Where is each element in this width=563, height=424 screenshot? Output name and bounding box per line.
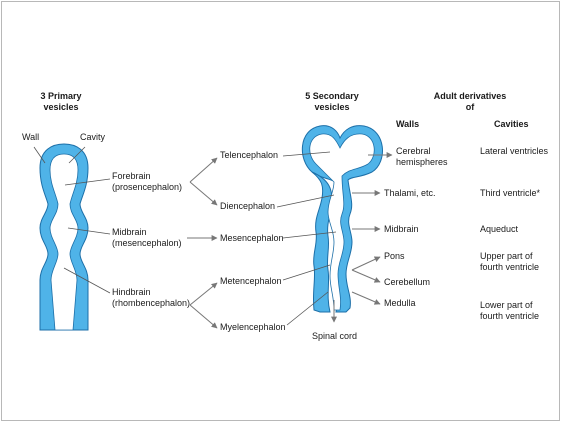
hindbrain-sub: (rhombencephalon) (112, 298, 190, 309)
lower-fourth-ventricle-label: Lower part of fourth ventricle (480, 300, 539, 322)
arrow-forebrain-diencephalon (190, 182, 217, 205)
wall-label: Wall (22, 132, 39, 143)
adult-heading-line2: of (412, 102, 528, 113)
primary-heading-line1: 3 Primary (26, 91, 96, 102)
midbrain-name: Midbrain (112, 227, 182, 238)
walls-column-header: Walls (396, 119, 419, 130)
lower-part-line2: fourth ventricle (480, 311, 539, 322)
primary-heading-line2: vesicles (26, 102, 96, 113)
metencephalon-label: Metencephalon (220, 276, 282, 287)
arrow-to-cerebellum (352, 270, 380, 282)
adult-heading-line1: Adult derivatives (412, 91, 528, 102)
secondary-heading-line1: 5 Secondary (292, 91, 372, 102)
hindbrain-label: Hindbrain (rhombencephalon) (112, 287, 190, 309)
wall-hemispheres: hemispheres (396, 157, 448, 168)
forebrain-name: Forebrain (112, 171, 182, 182)
cavities-column-header: Cavities (494, 119, 529, 130)
upper-part-line1: Upper part of (480, 251, 539, 262)
primary-heading: 3 Primary vesicles (26, 91, 96, 113)
telencephalon-label: Telencephalon (220, 150, 278, 161)
wall-cerebral: Cerebral (396, 146, 448, 157)
forebrain-sub: (prosencephalon) (112, 182, 182, 193)
myelencephalon-label: Myelencephalon (220, 322, 286, 333)
spinal-cord-label: Spinal cord (312, 331, 357, 342)
thalami-label: Thalami, etc. (384, 188, 436, 199)
forebrain-label: Forebrain (prosencephalon) (112, 171, 182, 193)
upper-fourth-ventricle-label: Upper part of fourth ventricle (480, 251, 539, 273)
cerebral-hemispheres-label: Cerebral hemispheres (396, 146, 448, 168)
arrow-hindbrain-myelencephalon (190, 305, 217, 328)
third-ventricle-label: Third ventricle* (480, 188, 540, 199)
midbrain-sub: (mesencephalon) (112, 238, 182, 249)
upper-part-line2: fourth ventricle (480, 262, 539, 273)
medulla-label: Medulla (384, 298, 416, 309)
primary-neural-tube (40, 144, 88, 330)
arrow-hindbrain-metencephalon (190, 283, 217, 305)
lateral-ventricles-label: Lateral ventricles (480, 146, 548, 157)
adult-heading: Adult derivatives of (412, 91, 528, 113)
primary-tube-cavity (50, 154, 78, 330)
lower-part-line1: Lower part of (480, 300, 539, 311)
arrow-to-pons (352, 257, 380, 270)
secondary-heading: 5 Secondary vesicles (292, 91, 372, 113)
arrow-forebrain-telencephalon (190, 158, 217, 182)
pons-label: Pons (384, 251, 405, 262)
hindbrain-name: Hindbrain (112, 287, 190, 298)
midbrain-adult-label: Midbrain (384, 224, 419, 235)
diencephalon-label: Diencephalon (220, 201, 275, 212)
secondary-tube-wall-left (312, 172, 332, 312)
cavity-label: Cavity (80, 132, 105, 143)
arrow-to-medulla (352, 292, 380, 304)
midbrain-label: Midbrain (mesencephalon) (112, 227, 182, 249)
mesencephalon-label: Mesencephalon (220, 233, 284, 244)
secondary-heading-line2: vesicles (292, 102, 372, 113)
aqueduct-label: Aqueduct (480, 224, 518, 235)
cerebellum-label: Cerebellum (384, 277, 430, 288)
